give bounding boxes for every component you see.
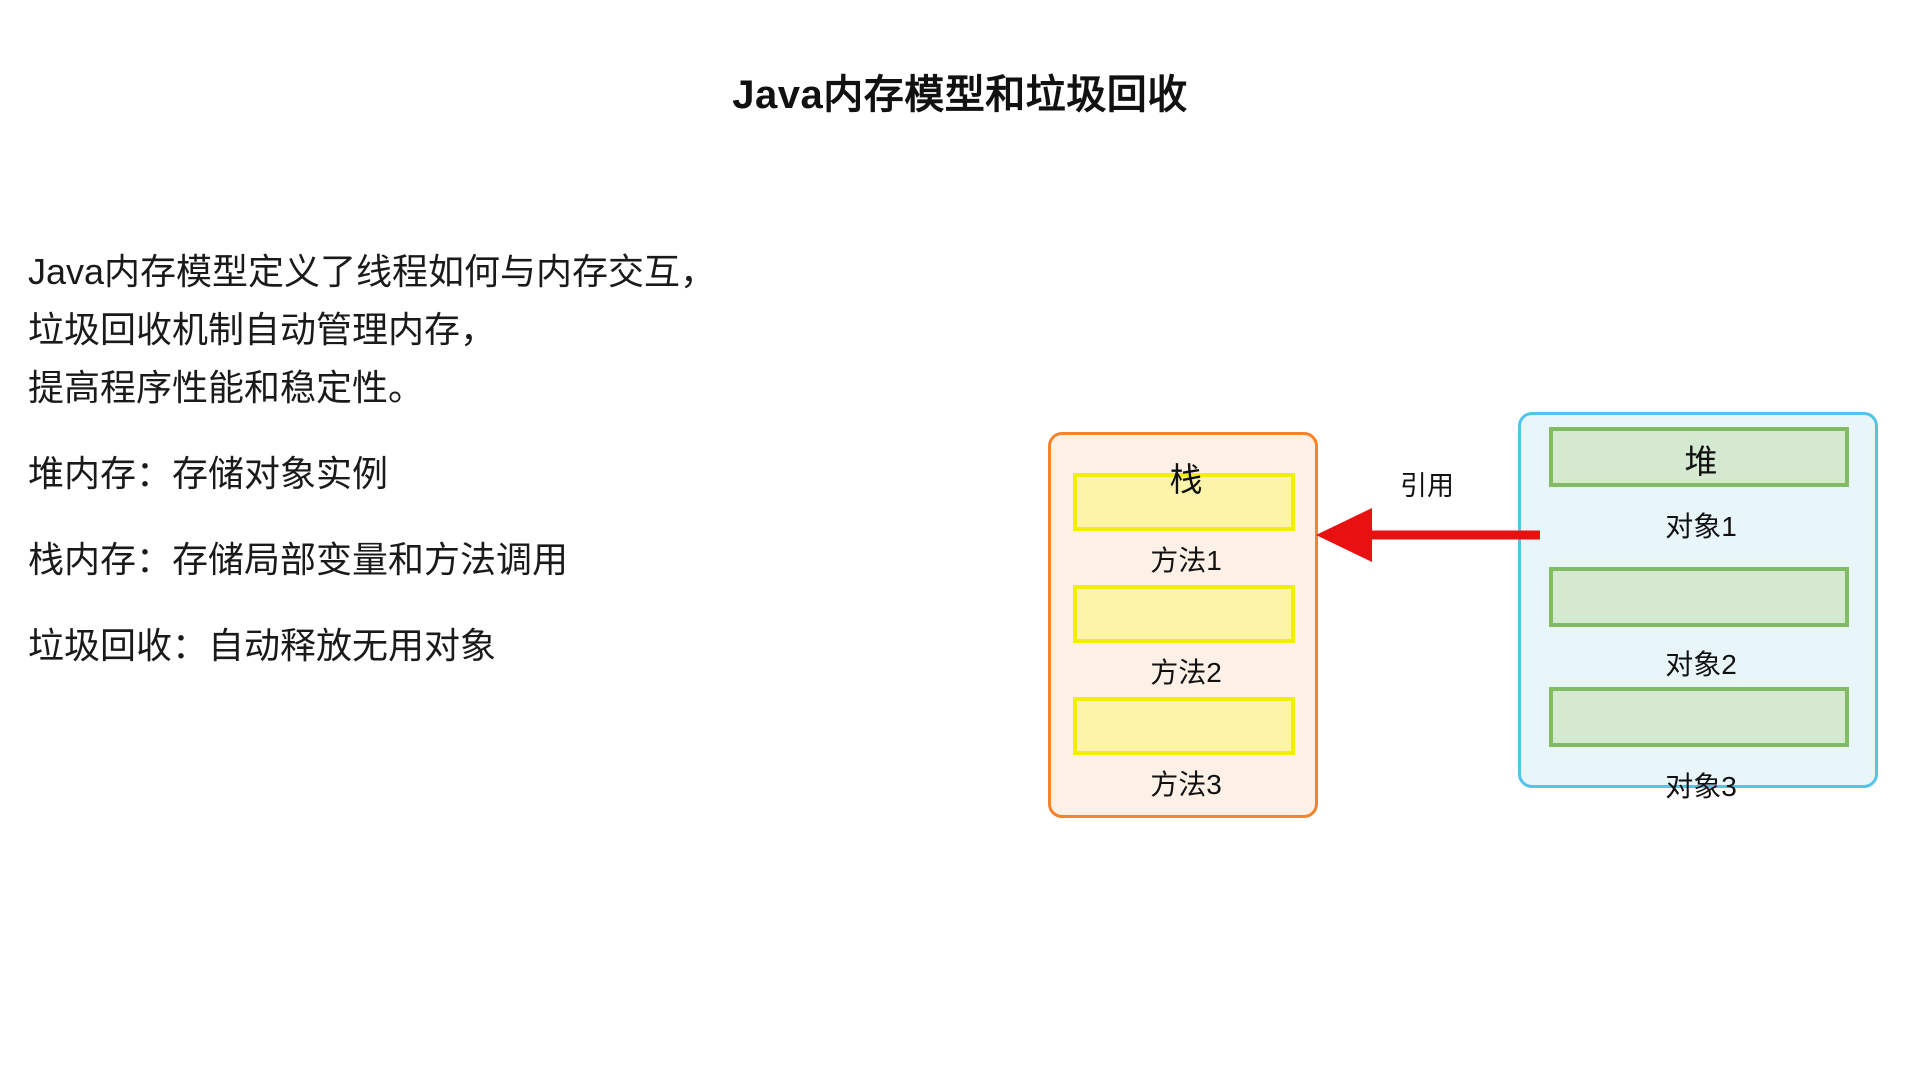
- paragraph-line-3: 提高程序性能和稳定性。: [28, 367, 425, 408]
- heap-object-box-1: [1549, 427, 1849, 487]
- heap-title: 堆: [1684, 443, 1718, 480]
- stack-frame-label-1: 方法1: [1150, 545, 1222, 576]
- stack-frame-label-3: 方法3: [1150, 769, 1222, 800]
- heap-object-box-3: [1549, 687, 1849, 747]
- left-arrow-icon: [1316, 508, 1540, 562]
- paragraph-line-1: Java内存模型定义了线程如何与内存交互，: [28, 251, 717, 292]
- heap-object-label-3: 对象3: [1665, 771, 1737, 802]
- stack-frame-box-3: [1073, 697, 1295, 755]
- stack-frame-box-1: [1073, 473, 1295, 531]
- heap-object-label-1: 对象1: [1665, 511, 1737, 542]
- bullet-garbage-collection: 垃圾回收：自动释放无用对象: [28, 625, 497, 666]
- stack-frame-label-2: 方法2: [1150, 657, 1222, 688]
- bullet-heap-memory: 堆内存：存储对象实例: [28, 453, 389, 494]
- memory-model-diagram: 栈 方法1 方法2 方法3 堆 对象1 对象2 对象3 引用: [1030, 380, 1900, 920]
- stack-title: 栈: [1169, 461, 1203, 498]
- page-title: Java内存模型和垃圾回收: [732, 73, 1188, 117]
- stack-frame-box-2: [1073, 585, 1295, 643]
- reference-label: 引用: [1400, 471, 1454, 501]
- paragraph-line-2: 垃圾回收机制自动管理内存，: [28, 309, 497, 350]
- heap-object-box-2: [1549, 567, 1849, 627]
- body-text-block: Java内存模型定义了线程如何与内存交互， 垃圾回收机制自动管理内存， 提高程序…: [28, 243, 818, 675]
- heap-object-label-2: 对象2: [1665, 649, 1737, 680]
- heap-container: 堆 对象1 对象2 对象3: [1518, 412, 1878, 802]
- stack-container: 栈 方法1 方法2 方法3: [1048, 432, 1318, 818]
- bullet-stack-memory: 栈内存：存储局部变量和方法调用: [28, 539, 569, 580]
